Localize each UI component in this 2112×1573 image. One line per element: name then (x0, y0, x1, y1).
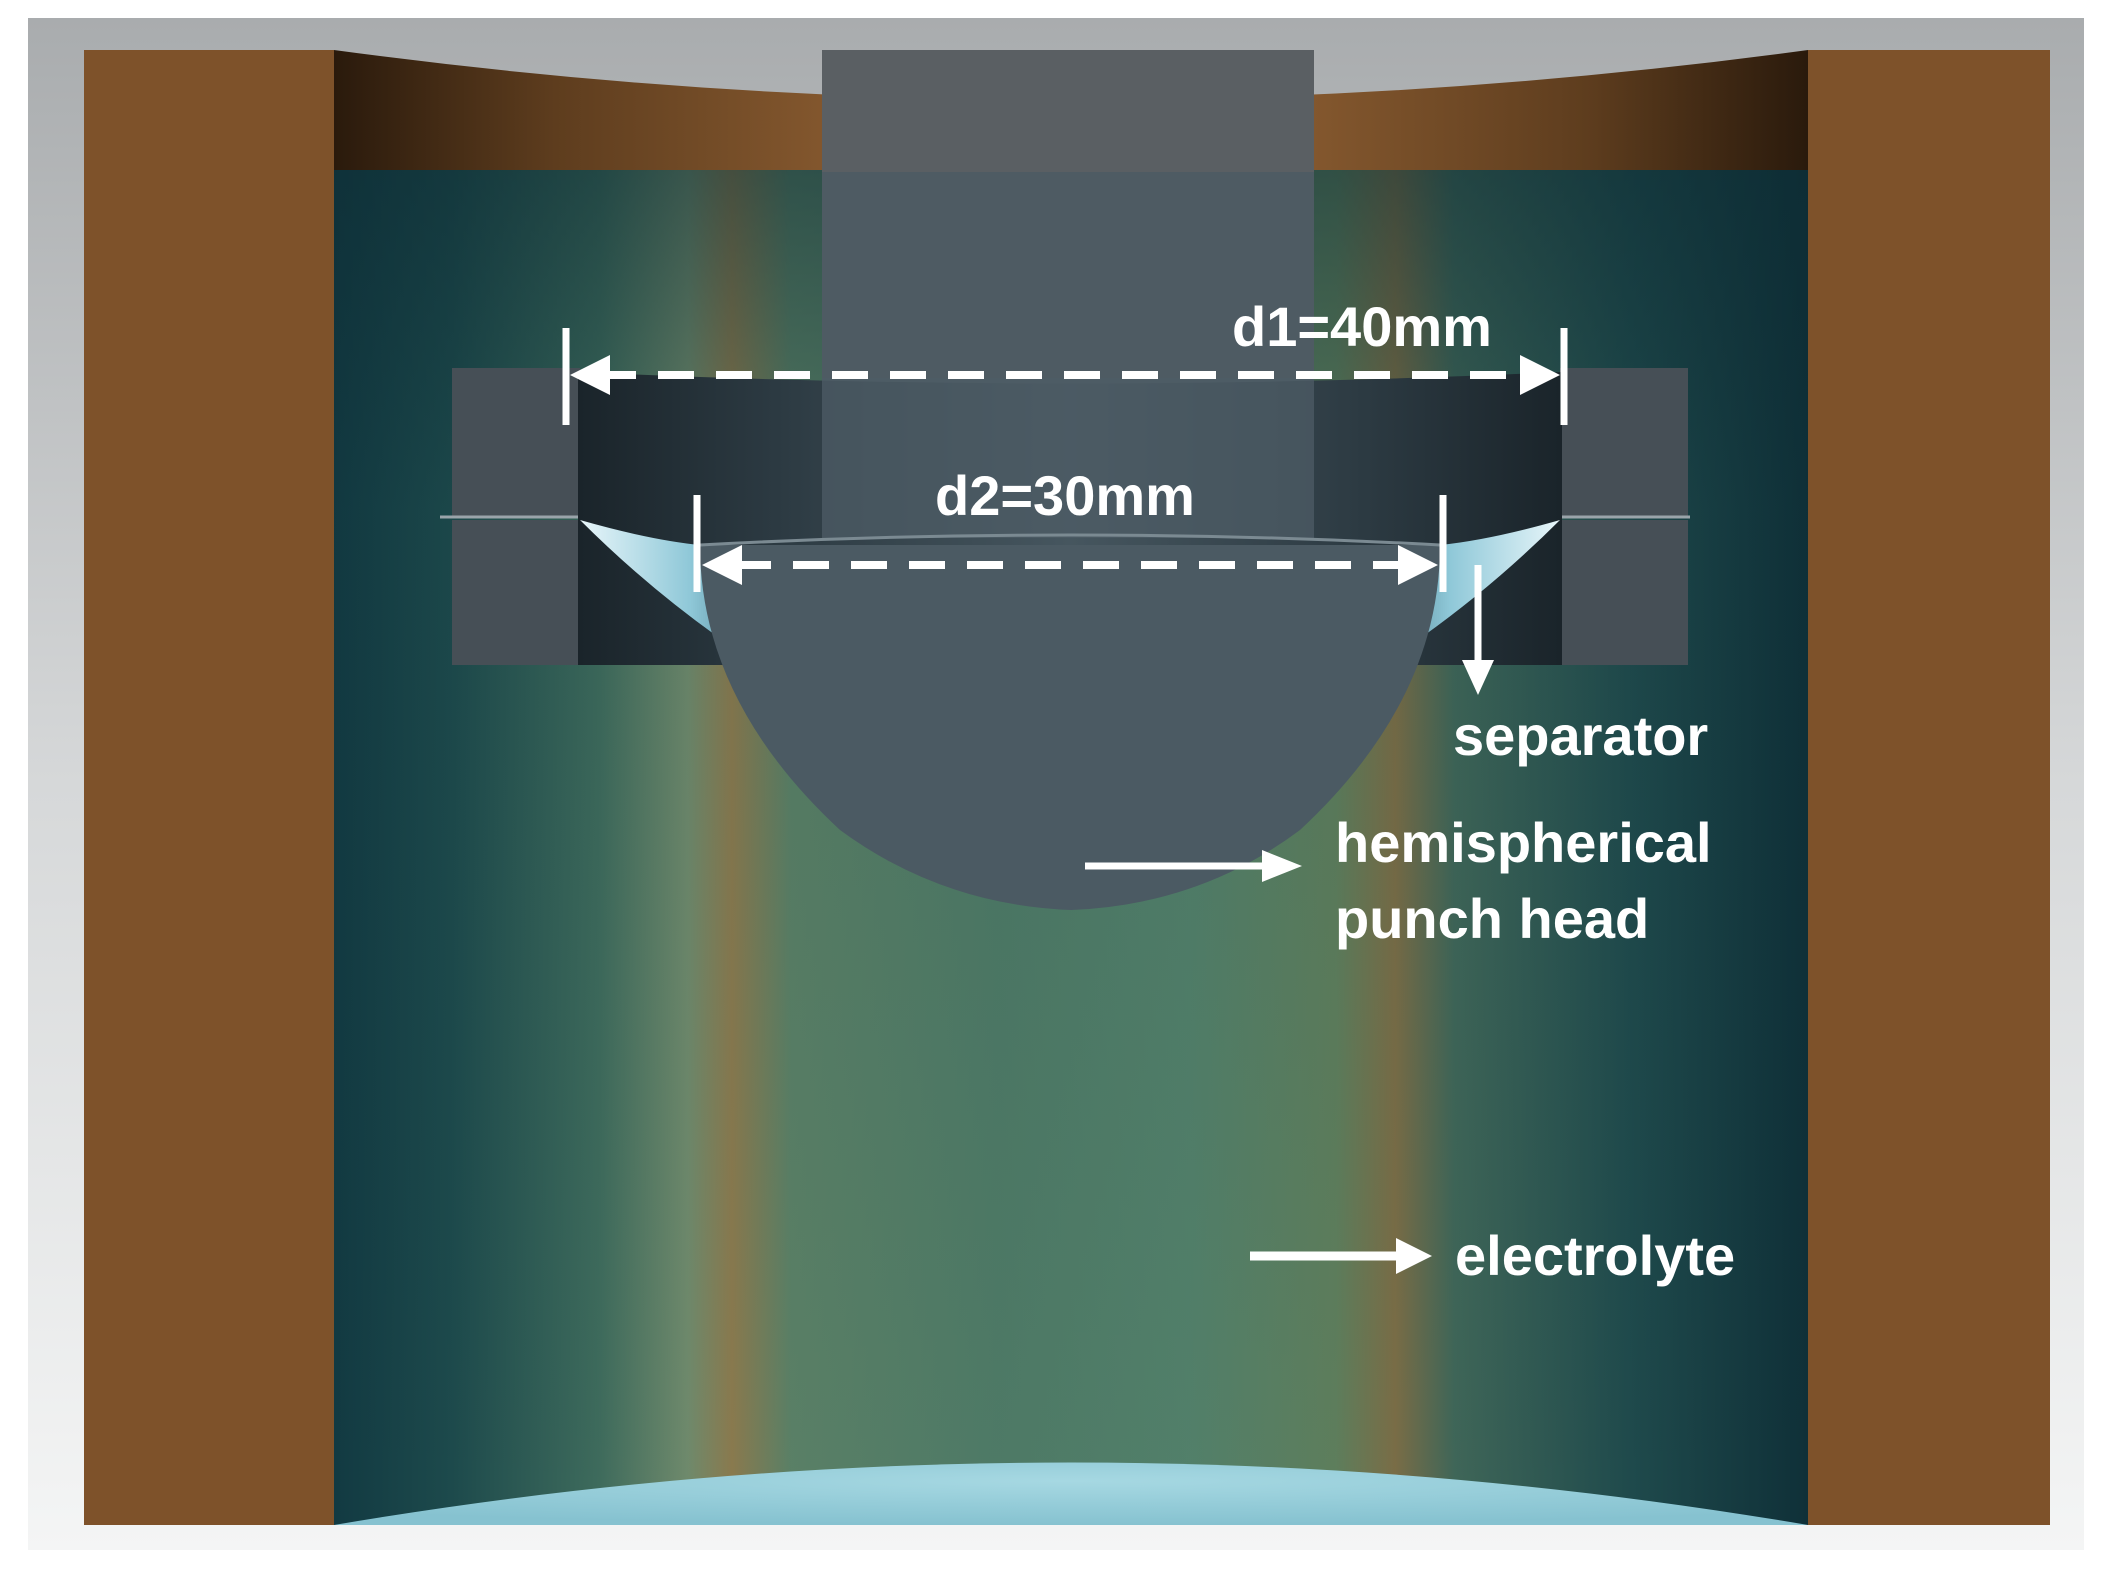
hemispherical-punch-head (700, 545, 1440, 910)
punch-head-arrow (1085, 850, 1302, 882)
d1-label: d1=40mm (1232, 295, 1492, 358)
electrolyte-arrow (1250, 1238, 1432, 1274)
d1-arrowhead-left (570, 355, 610, 395)
d2-arrowhead-right (1398, 545, 1438, 585)
punch-head-label-line1: hemispherical (1335, 811, 1712, 874)
separator-label: separator (1453, 704, 1708, 767)
d1-dimension (562, 328, 1568, 425)
clamp-left-lower (452, 520, 580, 665)
d2-label: d2=30mm (935, 464, 1195, 527)
d1-arrowhead-right (1520, 355, 1560, 395)
separator-arrow (1462, 565, 1494, 695)
clamp-right-upper (1560, 368, 1688, 516)
right-wall (1808, 50, 2050, 1525)
punch-rod-top (822, 50, 1314, 172)
punch-rod-through-ring (822, 378, 1314, 538)
clamp-left-upper (452, 368, 580, 516)
d2-dimension (693, 495, 1447, 592)
left-wall (84, 50, 334, 1525)
punch-head-rim-highlight (699, 533, 1441, 547)
punch-head-label-line2: punch head (1335, 887, 1649, 950)
electrolyte-bottom-surface (334, 1462, 1808, 1525)
clamp-right-lower (1560, 520, 1688, 665)
electrolyte-label: electrolyte (1455, 1224, 1735, 1287)
d2-arrowhead-left (702, 545, 742, 585)
